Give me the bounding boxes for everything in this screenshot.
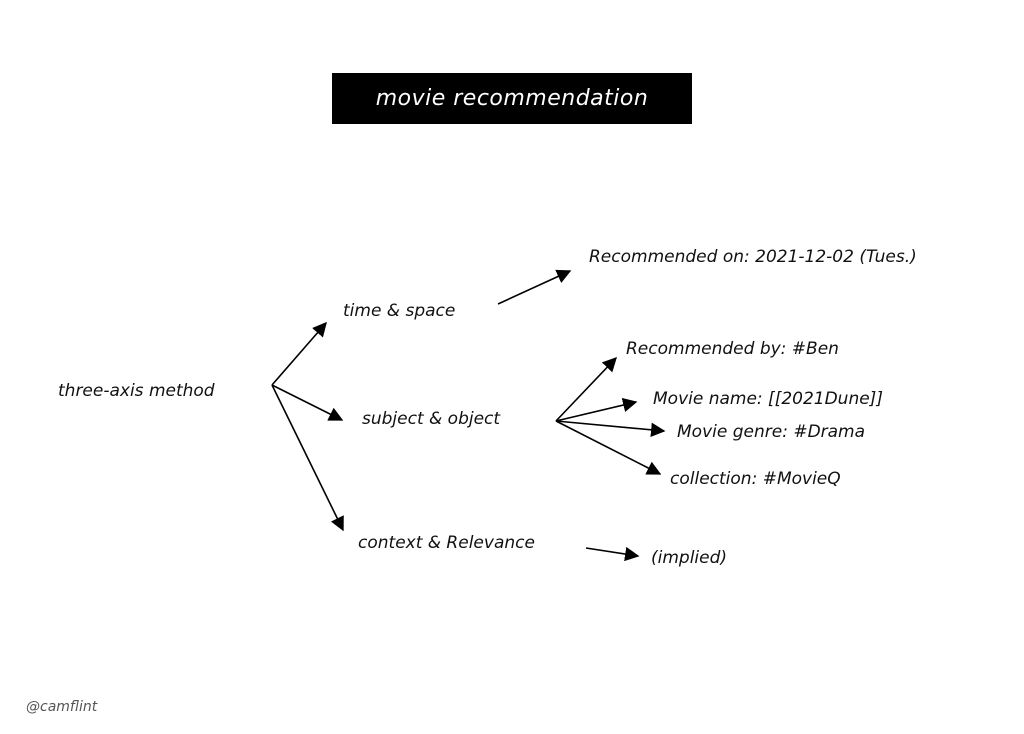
arrow-subject-object-to-movie-genre <box>555 420 666 437</box>
arrow-context-relevance-to-implied <box>585 546 640 562</box>
arrow-root-to-context-relevance <box>271 384 344 532</box>
diagram-title: movie recommendation <box>332 73 692 124</box>
branch-time-space: time & space <box>343 301 456 321</box>
leaf-recommended-on: Recommended on: 2021-12-02 (Tues.) <box>589 247 917 267</box>
arrow-time-space-to-recommended-on <box>497 269 572 305</box>
leaf-collection: collection: #MovieQ <box>670 469 841 489</box>
arrow-subject-object-to-collection <box>555 420 662 475</box>
leaf-movie-genre: Movie genre: #Drama <box>677 422 866 442</box>
arrow-root-to-subject-object <box>271 384 344 421</box>
branch-context-relevance: context & Relevance <box>358 533 535 553</box>
leaf-movie-name: Movie name: [[2021Dune]] <box>653 389 883 409</box>
arrow-subject-object-to-recommended-by <box>555 356 617 422</box>
root-node: three-axis method <box>58 381 215 401</box>
arrow-root-to-time-space <box>271 321 327 386</box>
leaf-recommended-by: Recommended by: #Ben <box>626 339 839 359</box>
author-credit: @camflint <box>26 699 98 715</box>
branch-subject-object: subject & object <box>362 409 501 429</box>
leaf-implied: (implied) <box>651 548 728 568</box>
arrow-subject-object-to-movie-name <box>555 397 638 422</box>
